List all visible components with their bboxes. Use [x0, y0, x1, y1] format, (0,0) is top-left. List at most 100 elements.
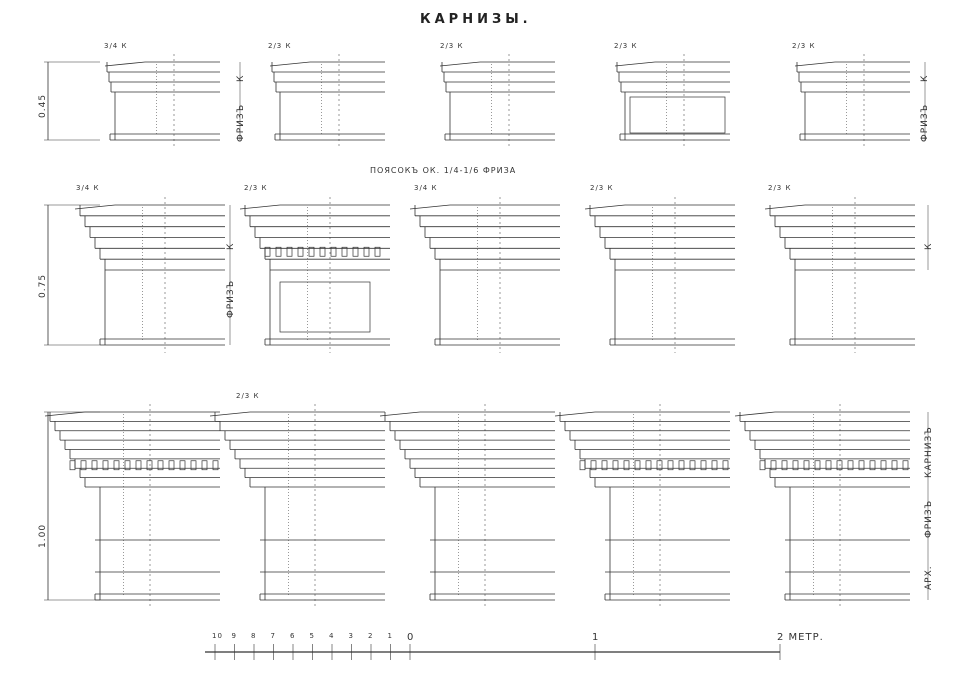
dentil — [319, 246, 326, 257]
projection-label: 2/3 К — [792, 42, 816, 50]
dentil — [264, 246, 271, 257]
dentil — [590, 460, 597, 471]
dentil — [781, 460, 788, 471]
row1-frieze-label-right: ФРИЗЪ — [920, 103, 930, 142]
dentil — [341, 246, 348, 257]
dentil — [891, 460, 898, 471]
dentil — [113, 460, 120, 471]
dentil — [902, 460, 909, 471]
projection-label: 2/3 К — [244, 184, 268, 192]
frieze-panel — [279, 281, 371, 333]
cornice-crown-line — [269, 61, 311, 67]
scale-tick-label: 4 — [329, 632, 335, 640]
cornice-crown-line — [44, 411, 86, 417]
cornice-crown-line — [74, 204, 116, 210]
projection-label: 3/4 К — [414, 184, 438, 192]
projection-label: 2/3 К — [236, 392, 260, 400]
cornice-crown-line — [584, 204, 626, 210]
dentil — [612, 460, 619, 471]
dentil — [275, 246, 282, 257]
dentil — [80, 460, 87, 471]
dentil — [700, 460, 707, 471]
dentil — [69, 460, 76, 471]
scale-tick-label: 6 — [290, 632, 296, 640]
dentil — [759, 460, 766, 471]
scale-tick-label: 1 — [387, 632, 393, 640]
scale-tick-label: 0 — [407, 632, 415, 643]
row3-height-label: 1.00 — [38, 523, 48, 548]
dentil — [869, 460, 876, 471]
band-note: ПОЯСОКЪ ОК. 1/4-1/6 ФРИЗА — [370, 166, 517, 175]
dentil — [308, 246, 315, 257]
row2-height-label: 0.75 — [38, 273, 48, 298]
dentil — [297, 246, 304, 257]
dentil — [190, 460, 197, 471]
projection-label: 3/4 К — [76, 184, 100, 192]
cornice-crown-line — [734, 411, 776, 417]
dentil — [363, 246, 370, 257]
projection-label: 3/4 К — [104, 42, 128, 50]
cornice-crown-line — [409, 204, 451, 210]
scale-tick-label: 2 МЕТР. — [777, 632, 824, 643]
projection-label: 2/3 К — [590, 184, 614, 192]
dentil — [770, 460, 777, 471]
dentil — [880, 460, 887, 471]
scale-tick-label: 7 — [270, 632, 276, 640]
row2-frieze-label: ФРИЗЪ — [226, 279, 236, 318]
cornice-crown-line — [239, 204, 281, 210]
dentil — [201, 460, 208, 471]
dentil — [656, 460, 663, 471]
dentil — [814, 460, 821, 471]
dentil — [634, 460, 641, 471]
dentil — [286, 246, 293, 257]
cornice-crown-line — [614, 61, 656, 67]
dentil — [836, 460, 843, 471]
dentil — [168, 460, 175, 471]
dentil — [601, 460, 608, 471]
scale-tick-label: 3 — [348, 632, 354, 640]
projection-label: 2/3 К — [614, 42, 638, 50]
row1-frieze-label: ФРИЗЪ — [236, 103, 246, 142]
scale-tick-label: 5 — [309, 632, 315, 640]
cornice-crown-line — [794, 61, 836, 67]
dentil — [91, 460, 98, 471]
cornice-crown-line — [209, 411, 251, 417]
row2-cornice-label-right: К — [924, 242, 934, 250]
row2-cornice-label: К — [226, 242, 236, 250]
dentil — [803, 460, 810, 471]
scale-tick-label: 8 — [251, 632, 257, 640]
cornice-crown-line — [379, 411, 421, 417]
dentil — [678, 460, 685, 471]
row1-cornice-label: К — [236, 74, 246, 82]
scale-tick-label: 2 — [368, 632, 374, 640]
projection-label: 2/3 К — [440, 42, 464, 50]
projection-label: 2/3 К — [268, 42, 292, 50]
row1-height-label: 0.45 — [38, 93, 48, 118]
row3-frieze-label: ФРИЗЪ — [924, 499, 934, 538]
dentil — [645, 460, 652, 471]
dentil — [124, 460, 131, 471]
cornice-crown-line — [439, 61, 481, 67]
dentil — [847, 460, 854, 471]
row1-cornice-label-right: К — [920, 74, 930, 82]
scale-tick-label: 1 — [592, 632, 600, 643]
dentil — [179, 460, 186, 471]
row3-architrave-label: АРХ. — [924, 565, 934, 590]
dentil — [792, 460, 799, 471]
dentil — [722, 460, 729, 471]
dentil — [212, 460, 219, 471]
frieze-panel — [629, 96, 726, 134]
scale-tick-label: 10 — [212, 632, 223, 640]
dentil — [374, 246, 381, 257]
dentil — [102, 460, 109, 471]
dentil — [330, 246, 337, 257]
scale-tick-label: 9 — [231, 632, 237, 640]
dentil — [689, 460, 696, 471]
cornice-crown-line — [104, 61, 146, 67]
row3-cornice-label: КАРНИЗЪ — [924, 426, 934, 478]
dentil — [579, 460, 586, 471]
cornice-crown-line — [554, 411, 596, 417]
dentil — [858, 460, 865, 471]
